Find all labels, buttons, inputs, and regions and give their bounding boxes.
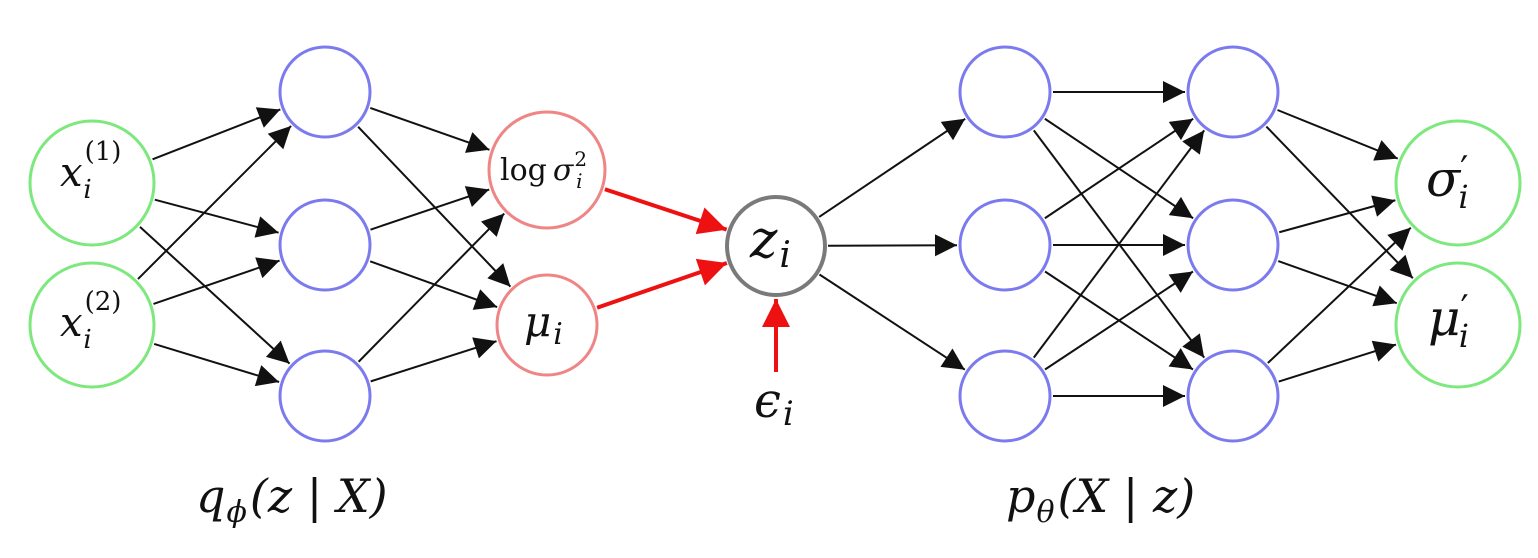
edge-e2-to-o1: [1279, 195, 1396, 234]
input-node-2: [28, 261, 156, 389]
edge-z-to-d1: [818, 117, 966, 218]
latent-node: [725, 195, 827, 297]
edge-h3-to-mu: [370, 337, 497, 383]
edge-e1-to-o2: [1265, 125, 1414, 279]
input-node-2-label: x(2)i: [60, 287, 121, 355]
decoder-hidden-node-5: [1186, 198, 1280, 292]
edge-h2-to-ls: [370, 186, 490, 231]
edge-e2-to-o2: [1277, 260, 1398, 307]
log-variance-node: [487, 110, 607, 230]
encoder-hidden-node-2: [278, 198, 372, 292]
edge-e3-to-o1: [1267, 226, 1412, 364]
edge-in2-to-h1: [137, 125, 292, 280]
decoder-hidden-node-3: [958, 349, 1052, 443]
edge-h1-to-mu: [357, 126, 512, 288]
edge-z-to-d2: [827, 234, 958, 257]
edge-in2-to-h2: [153, 257, 280, 305]
mean-node: [495, 273, 599, 377]
decoder-hidden-node-1: [958, 45, 1052, 139]
edge-z-to-d3: [818, 273, 966, 371]
edge-d3-to-e2: [1044, 270, 1194, 371]
encoder-hidden-node-1: [278, 45, 372, 139]
output-mu-node: [1394, 261, 1522, 389]
edge-e3-to-o2: [1278, 340, 1397, 383]
edge-in1-to-h3: [139, 226, 291, 365]
edge-in1-to-h1: [152, 107, 281, 161]
encoder-label: qϕ(z | X): [196, 469, 388, 530]
decoder-hidden-node-2: [958, 198, 1052, 292]
mean-node-label: μi: [524, 297, 563, 352]
decoder-label: pθ(X | z): [1006, 469, 1195, 530]
decoder-hidden-node-6: [1186, 349, 1280, 443]
reparam-arrow-mu-to-z: [596, 258, 728, 310]
input-node-1-label: x(1)i: [60, 137, 121, 205]
noise-label: ϵi: [754, 373, 794, 434]
edge-e1-to-o1: [1277, 109, 1399, 161]
edge-d2-to-e1: [1044, 117, 1194, 220]
edges-layer: [137, 81, 1414, 407]
output-mu-label: μ′i: [1428, 289, 1469, 355]
output-sigma-label: σ′i: [1426, 150, 1469, 216]
edge-in2-to-h3: [153, 342, 280, 387]
input-node-1: [28, 119, 156, 247]
reparam-arrow-ls-to-z: [604, 187, 728, 235]
latent-node-label: zi: [749, 210, 791, 276]
edge-h1-to-ls: [369, 106, 490, 153]
decoder-hidden-node-4: [1186, 45, 1280, 139]
edge-d3-to-e1: [1033, 129, 1205, 359]
edge-in1-to-h2: [154, 198, 279, 238]
encoder-hidden-node-3: [278, 349, 372, 443]
edge-h3-to-ls: [357, 212, 505, 363]
output-sigma-node: [1394, 119, 1522, 247]
nodes-layer: [28, 45, 1522, 443]
